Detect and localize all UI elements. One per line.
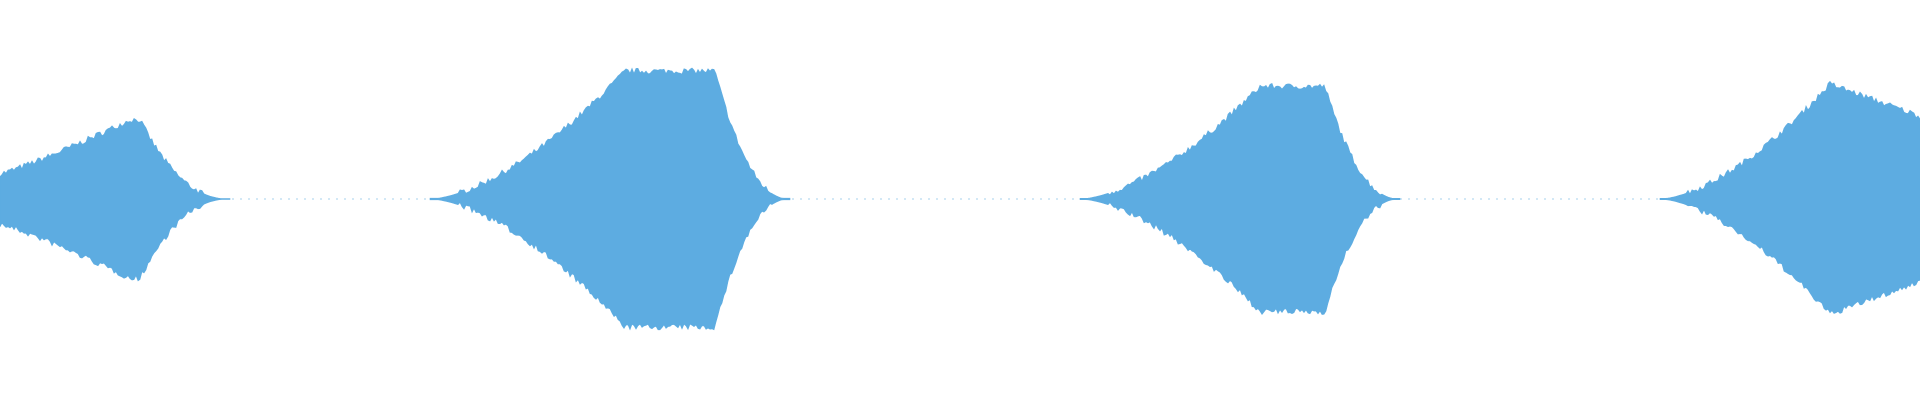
waveform-burst-2	[429, 67, 791, 331]
waveform-burst-3	[1079, 82, 1401, 316]
waveform-burst-1	[0, 117, 231, 282]
waveform-burst-4	[1659, 80, 1920, 314]
